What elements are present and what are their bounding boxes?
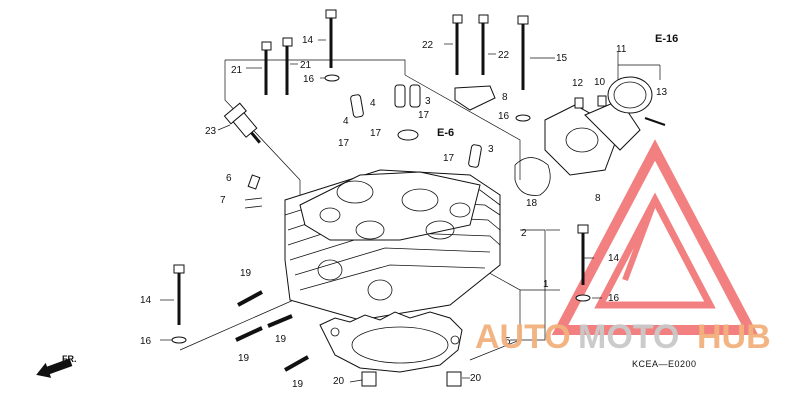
watermark-part-1: AUTO xyxy=(475,318,571,356)
callout-label: 20 xyxy=(470,373,482,384)
callout-label: 19 xyxy=(292,379,304,390)
callout-label: 23 xyxy=(205,126,217,137)
bolts-22 xyxy=(452,14,489,75)
callout-label: 12 xyxy=(572,78,584,89)
callout-label: 17 xyxy=(338,138,350,149)
callout-label: 8 xyxy=(502,92,508,103)
callout-label: 22 xyxy=(498,50,510,61)
callout-label: 19 xyxy=(240,268,252,279)
clip-7 xyxy=(244,197,263,209)
callout-label: 14 xyxy=(302,35,314,46)
callout-label: 20 xyxy=(333,376,345,387)
watermark-triangle-logo xyxy=(551,139,759,335)
long-bolt-14-right xyxy=(575,224,591,302)
callout-label: 22 xyxy=(422,40,434,51)
callout-label: 16 xyxy=(140,336,152,347)
dowel-pin-left xyxy=(361,371,377,387)
callout-label: 17 xyxy=(370,128,382,139)
bolts-21 xyxy=(261,37,293,95)
bracket-8 xyxy=(454,85,496,111)
callout-label: 16 xyxy=(608,293,620,304)
front-direction-label: FR. xyxy=(62,354,77,364)
pin-6 xyxy=(247,174,261,190)
callout-label: 14 xyxy=(608,253,620,264)
ref-e16: E-16 xyxy=(655,33,678,45)
callout-labels: 1 2 3 3 4 4 5 6 7 8 8 9 10 11 12 13 14 1… xyxy=(140,35,668,390)
callout-label: 3 xyxy=(488,144,494,155)
front-direction-arrow-icon xyxy=(36,358,73,378)
oil-pipes xyxy=(350,84,482,168)
callout-label: 11 xyxy=(616,44,627,55)
spark-plug xyxy=(223,102,261,144)
callout-label: 16 xyxy=(303,74,315,85)
callout-label: 15 xyxy=(556,53,568,64)
cylinder-head-body xyxy=(284,169,501,321)
bolt-15 xyxy=(517,15,529,90)
callout-label: 14 xyxy=(140,295,152,306)
watermark-part-3: HUB xyxy=(697,318,771,356)
callout-label: 7 xyxy=(220,195,226,206)
callout-label: 3 xyxy=(425,96,431,107)
bolt-10 xyxy=(597,95,607,107)
callout-label: 10 xyxy=(594,77,606,88)
long-bolt-14-top xyxy=(324,9,340,82)
callout-label: 17 xyxy=(443,153,455,164)
callout-label: 19 xyxy=(238,353,250,364)
callout-label: 4 xyxy=(343,116,349,127)
stud-bolts xyxy=(235,290,309,372)
dowel-pin-right xyxy=(446,371,462,387)
ref-e6: E-6 xyxy=(437,127,454,139)
callout-label: 5 xyxy=(505,336,511,347)
callout-label: 6 xyxy=(226,173,232,184)
long-bolt-14-left xyxy=(171,264,187,344)
callout-label: 18 xyxy=(526,198,538,209)
callout-label: 16 xyxy=(498,111,510,122)
callout-label: 21 xyxy=(300,60,312,71)
callout-label: 17 xyxy=(418,110,430,121)
callout-label: 21 xyxy=(231,65,243,76)
o-ring-18 xyxy=(514,157,551,196)
callout-label: 8 xyxy=(595,193,601,204)
diagram-code: KCEA—E0200 xyxy=(632,359,697,369)
callout-label: 4 xyxy=(370,98,376,109)
bolt-12 xyxy=(574,97,584,109)
clamp-band xyxy=(607,76,666,126)
callout-label: 2 xyxy=(521,228,527,239)
callout-label: 1 xyxy=(543,279,549,290)
callout-label: 13 xyxy=(656,87,668,98)
callout-label: 19 xyxy=(275,334,287,345)
head-gasket xyxy=(319,311,463,373)
watermark-part-2: MOTO xyxy=(578,318,679,356)
washer-16 xyxy=(515,114,531,122)
watermark-text: AUTO MOTO HUB xyxy=(475,318,771,356)
leader-lines xyxy=(160,39,661,383)
